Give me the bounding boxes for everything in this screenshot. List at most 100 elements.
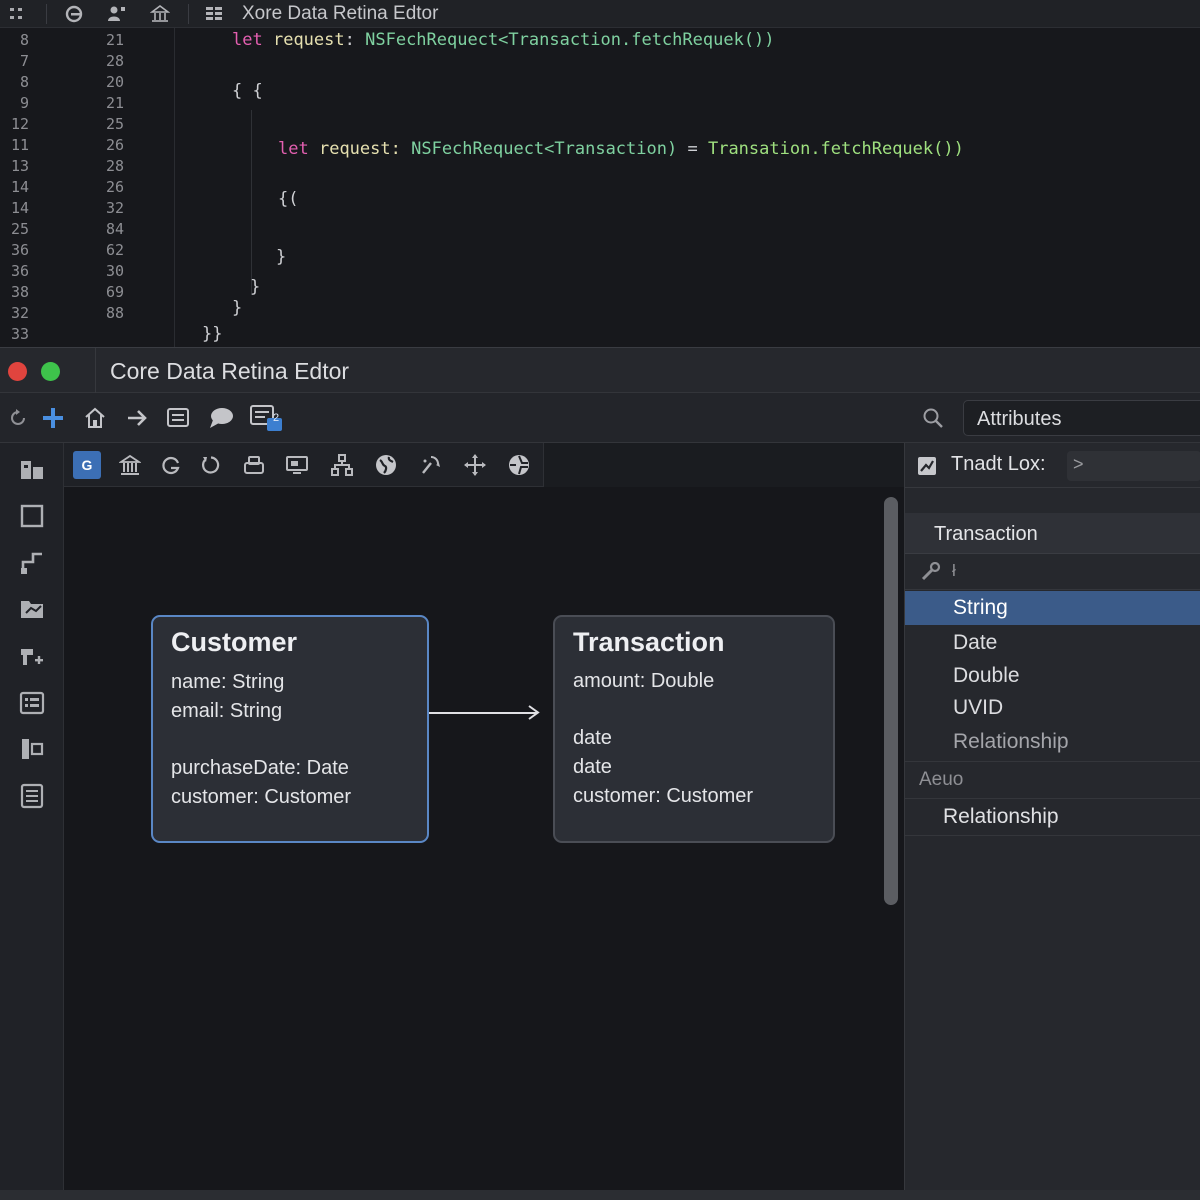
entity-attribute[interactable]: name: String: [171, 671, 284, 694]
add-relation-icon[interactable]: [17, 641, 47, 671]
inspector-header-dropdown[interactable]: >: [1067, 451, 1200, 481]
chart-icon[interactable]: [917, 456, 937, 476]
line-number: 8: [20, 73, 29, 91]
entities-icon[interactable]: [17, 455, 47, 485]
code-line-1[interactable]: let request: NSFechRequect<Transaction.f…: [232, 30, 775, 50]
entity-attribute[interactable]: customer: Customer: [573, 785, 753, 808]
inspector-entity-name[interactable]: Transaction: [905, 513, 1200, 554]
code-line-3[interactable]: let request: NSFechRequect<Transaction) …: [278, 139, 964, 159]
code-line-5[interactable]: }: [276, 247, 286, 267]
colon: :: [345, 30, 355, 50]
code-line-6[interactable]: }: [250, 277, 260, 297]
rotate-icon[interactable]: [197, 451, 225, 479]
grid-icon[interactable]: [6, 3, 28, 25]
line-number: 11: [11, 136, 29, 154]
wrench-icon[interactable]: [920, 562, 942, 582]
bank-icon[interactable]: [116, 451, 144, 479]
layers-icon[interactable]: [240, 451, 268, 479]
line-number: 21: [106, 31, 124, 49]
line-number: 62: [106, 241, 124, 259]
canvas-tool-active[interactable]: G: [73, 451, 101, 479]
operator: =: [687, 139, 697, 159]
entity-attribute[interactable]: date: [573, 756, 612, 779]
type-option-relationship[interactable]: Relationship: [905, 725, 1200, 759]
line-number: 28: [106, 157, 124, 175]
keyword: let: [278, 139, 309, 159]
entity-attribute[interactable]: purchaseDate: Date: [171, 757, 349, 780]
add-icon[interactable]: [38, 403, 68, 433]
frame-icon[interactable]: [17, 501, 47, 531]
line-number: 33: [11, 325, 29, 343]
bank-icon[interactable]: [149, 3, 171, 25]
line-number: 14: [11, 178, 29, 196]
search-icon[interactable]: [920, 405, 946, 431]
tabbar-divider: [188, 4, 189, 24]
entity-attribute[interactable]: email: String: [171, 700, 282, 723]
titlebar-divider: [95, 348, 96, 394]
inspector-relationship[interactable]: Relationship: [905, 800, 1200, 836]
code-line-2[interactable]: { {: [232, 81, 263, 101]
list-icon[interactable]: [163, 403, 193, 433]
move-icon[interactable]: [461, 451, 489, 479]
browser-icon[interactable]: [63, 3, 85, 25]
code-line-4[interactable]: {(: [278, 189, 298, 209]
inspector-tool-row: ł: [905, 554, 1200, 590]
line-number: 7: [20, 52, 29, 70]
split-view-icon[interactable]: [17, 734, 47, 764]
home-icon[interactable]: [80, 403, 110, 433]
model-canvas[interactable]: [64, 487, 904, 1200]
line-number-gutter: 8 7 8 9 12 11 13 14 14 25 36 36 38 32 33…: [0, 28, 175, 347]
monitor-icon[interactable]: [283, 451, 311, 479]
type-option-string[interactable]: String: [905, 591, 1200, 625]
line-number: 84: [106, 220, 124, 238]
refresh-icon[interactable]: [3, 403, 33, 433]
type-option-date[interactable]: Date: [905, 626, 1200, 660]
identifier: request:: [319, 139, 401, 159]
close-button[interactable]: [8, 362, 27, 381]
line-number: 13: [11, 157, 29, 175]
table-icon[interactable]: [203, 3, 225, 25]
zoom-button[interactable]: [41, 362, 60, 381]
code-editor: Xore Data Retina Edtor 8 7 8 9 12 11 13 …: [0, 0, 1200, 347]
window-toolbar: 2 Attributes: [0, 393, 1200, 443]
form-icon[interactable]: [17, 688, 47, 718]
entity-attribute[interactable]: date: [573, 727, 612, 750]
aperture-icon[interactable]: [505, 451, 533, 479]
line-number: 26: [106, 178, 124, 196]
type-expression: NSFechRequect<Transaction): [411, 139, 677, 159]
entity-attribute[interactable]: amount: Double: [573, 670, 714, 693]
arrow-right-icon[interactable]: [122, 403, 152, 433]
entity-transaction[interactable]: Transaction amount: Double date date cus…: [553, 615, 835, 843]
inspector-header-label: Tnadt Lox:: [951, 453, 1046, 476]
document-icon[interactable]: [17, 781, 47, 811]
indent-guide: [251, 110, 252, 295]
folder-icon[interactable]: [17, 594, 47, 624]
comment-icon[interactable]: [206, 403, 236, 433]
hierarchy-icon[interactable]: [328, 451, 356, 479]
status-strip: [0, 1190, 1200, 1200]
connect-icon[interactable]: [17, 548, 47, 578]
code-line-7[interactable]: }: [232, 298, 242, 318]
entity-title: Customer: [171, 627, 297, 658]
attributes-search-field[interactable]: Attributes: [963, 400, 1200, 436]
badge-count: 2: [273, 412, 279, 424]
users-icon[interactable]: [106, 3, 128, 25]
globe-icon[interactable]: [372, 451, 400, 479]
line-number: 32: [11, 304, 29, 322]
relationship-connector[interactable]: [429, 712, 537, 714]
keyword: let: [232, 30, 263, 50]
code-line-8[interactable]: }}: [202, 324, 222, 344]
code-editor-title: Xore Data Retina Edtor: [242, 3, 438, 25]
badge-document-icon[interactable]: 2: [248, 403, 286, 433]
type-option-uvid[interactable]: UVID: [905, 691, 1200, 725]
inspector-header: Tnadt Lox: >: [905, 443, 1200, 488]
line-number: 25: [106, 115, 124, 133]
chevron-right-icon: >: [1073, 454, 1084, 474]
canvas-scrollbar[interactable]: [884, 497, 898, 905]
type-option-double[interactable]: Double: [905, 659, 1200, 693]
magic-icon[interactable]: [417, 451, 445, 479]
canvas-toolbar: G: [64, 443, 544, 487]
entity-customer[interactable]: Customer name: String email: String purc…: [151, 615, 429, 843]
entity-attribute[interactable]: customer: Customer: [171, 786, 351, 809]
google-icon[interactable]: [157, 451, 185, 479]
